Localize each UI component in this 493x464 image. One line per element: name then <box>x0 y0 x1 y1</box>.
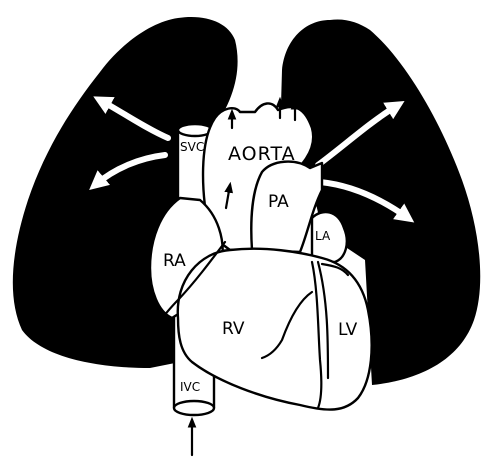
label-rv: RV <box>222 319 245 339</box>
label-la: LA <box>315 229 331 243</box>
label-ra: RA <box>163 251 186 271</box>
label-svc: SVC <box>180 140 204 154</box>
label-lv: LV <box>338 320 358 340</box>
ivc-opening <box>174 401 214 415</box>
label-aorta: AORTA <box>228 143 296 165</box>
label-ivc: IVC <box>180 380 200 394</box>
label-pa: PA <box>268 192 289 212</box>
